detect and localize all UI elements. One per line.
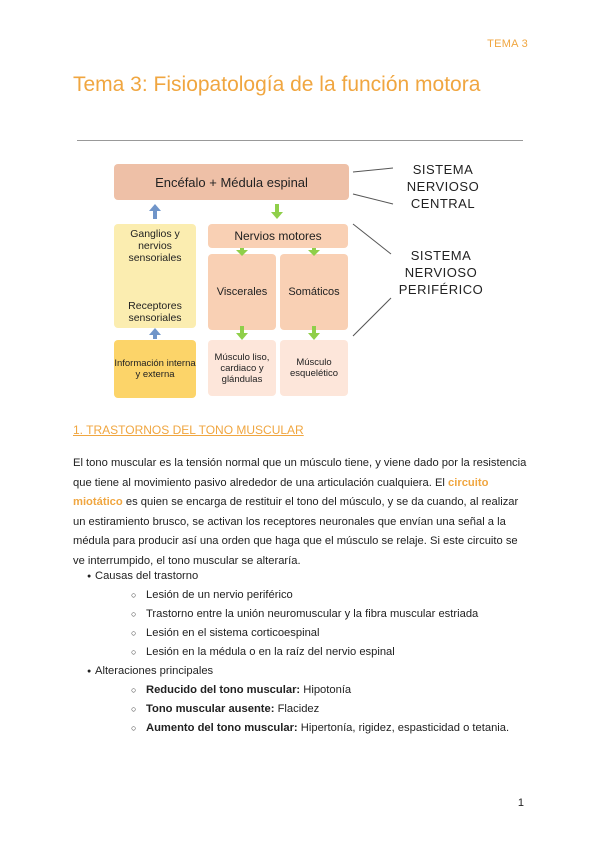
nervous-system-diagram: Encéfalo + Médula espinal Nervios motore… <box>110 158 490 403</box>
arrow-stem <box>275 204 279 212</box>
musculo-esqueletico-box: Músculo esquelético <box>280 340 348 396</box>
viscerales-box: Viscerales <box>208 254 276 330</box>
page-title: Tema 3: Fisiopatología de la función mot… <box>73 73 481 96</box>
page-number: 1 <box>517 797 524 809</box>
up-arrow-icon <box>149 204 161 211</box>
item-text: Hipertonía, rigidez, espasticidad o teta… <box>297 722 510 734</box>
sub-list: Reducido del tono muscular: Hipotonía To… <box>95 681 529 738</box>
item-bold: Reducido del tono muscular: <box>146 684 301 696</box>
list-item: Tono muscular ausente: Flacidez <box>95 700 529 719</box>
informacion-box: Información interna y externa <box>114 340 196 398</box>
up-arrow-icon <box>149 328 161 335</box>
item-bold: Aumento del tono muscular: <box>146 722 298 734</box>
list-item: Lesión de un nervio periférico <box>95 586 529 605</box>
item-text: Hipotonía <box>300 684 352 696</box>
header-tag: TEMA 3 <box>487 38 528 50</box>
title-divider <box>77 140 523 141</box>
arrow-stem <box>153 211 157 219</box>
snp-label: SISTEMA NERVIOSO PERIFÉRICO <box>398 248 484 297</box>
paragraph-part2: es quien se encarga de restituir el tono… <box>73 496 519 567</box>
connector-lines <box>352 167 394 337</box>
paragraph-part1: El tono muscular es la tensión normal qu… <box>73 457 527 489</box>
snc-label: SISTEMA NERVIOSO CENTRAL <box>406 162 480 211</box>
down-arrow-icon <box>236 333 248 340</box>
sensory-column-box: Ganglios y nervios sensoriales Receptore… <box>114 224 196 328</box>
alteraciones-label: Alteraciones principales <box>95 665 214 677</box>
arrow-stem <box>240 326 244 334</box>
somaticos-box: Somáticos <box>280 254 348 330</box>
down-arrow-icon <box>236 250 248 256</box>
receptores-label: Receptores sensoriales <box>128 300 182 324</box>
list-item: Aumento del tono muscular: Hipertonía, r… <box>95 719 529 738</box>
list-item: Trastorno entre la unión neuromuscular y… <box>95 605 529 624</box>
down-arrow-icon <box>308 333 320 340</box>
list-item: Alteraciones principales Reducido del to… <box>73 662 529 738</box>
body-paragraph: El tono muscular es la tensión normal qu… <box>73 454 529 571</box>
bullet-list: Causas del trastorno Lesión de un nervio… <box>73 567 529 738</box>
arrow-stem <box>153 335 157 339</box>
sub-list: Lesión de un nervio periférico Trastorno… <box>95 586 529 662</box>
list-item: Causas del trastorno Lesión de un nervio… <box>73 567 529 662</box>
down-arrow-icon <box>308 250 320 256</box>
musculo-liso-box: Músculo liso, cardiaco y glándulas <box>208 340 276 396</box>
down-arrow-icon <box>271 212 283 219</box>
section-heading: 1. TRASTORNOS DEL TONO MUSCULAR <box>73 423 304 437</box>
arrow-stem <box>312 326 316 334</box>
list-item: Lesión en la médula o en la raíz del ner… <box>95 643 529 662</box>
item-text: Flacidez <box>274 703 320 715</box>
causas-label: Causas del trastorno <box>95 570 199 582</box>
nervios-motores-box: Nervios motores <box>208 224 348 248</box>
ganglios-label: Ganglios y nervios sensoriales <box>128 228 182 264</box>
list-item: Reducido del tono muscular: Hipotonía <box>95 681 529 700</box>
highlight-term: circuito miotático <box>73 476 489 509</box>
item-bold: Tono muscular ausente: <box>146 703 275 715</box>
list-item: Lesión en el sistema corticoespinal <box>95 624 529 643</box>
encefalo-medula-box: Encéfalo + Médula espinal <box>114 164 349 200</box>
